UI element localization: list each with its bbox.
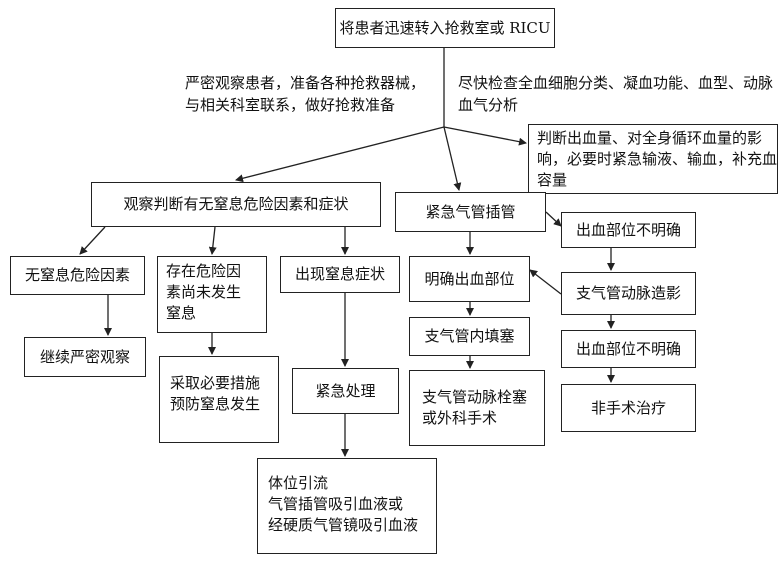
node-emergency: 紧急处理	[292, 368, 399, 414]
node-assess-volume: 判断出血量、对全身循环血量的影 响，必要时紧急输液、输血，补充血 容量	[528, 124, 778, 194]
node-top: 将患者迅速转入抢救室或 RICU	[335, 8, 555, 48]
note-left-line-2: 与相关科室联系，做好抢救准备	[185, 96, 396, 114]
risk-line-1: 存在危险因	[166, 262, 242, 280]
prevent-line-2: 预防窒息发生	[170, 395, 261, 413]
positional-line-2: 气管插管吸引血液或	[268, 495, 404, 513]
positional-line-1: 体位引流	[268, 474, 329, 492]
node-symptoms: 出现窒息症状	[280, 256, 400, 293]
positional-line-3: 经硬质气管镜吸引血液	[268, 516, 419, 534]
arrow-hub-to-observe	[235, 126, 445, 183]
node-unclear-2: 出血部位不明确	[561, 330, 696, 368]
arrow-hub-to-intubation	[443, 126, 462, 191]
arrow-to-risk-not-yet	[208, 226, 217, 255]
assess-line-1: 判断出血量、对全身循环血量的影	[537, 129, 763, 147]
assess-line-2: 响，必要时紧急输液、输血，补充血	[537, 150, 778, 168]
node-balloon-label: 支气管内填塞	[424, 327, 515, 345]
risk-line-3: 窒息	[166, 304, 197, 322]
node-locate: 明确出血部位	[409, 256, 530, 302]
note-left: 严密观察患者，准备各种抢救器械， 与相关科室联系，做好抢救准备	[185, 72, 425, 116]
node-risk-not-yet: 存在危险因 素尚未发生 窒息	[157, 256, 267, 333]
arrow-hub-to-assess	[443, 126, 527, 146]
node-observe-judge: 观察判断有无窒息危险因素和症状	[91, 182, 381, 227]
arrow-intubation-to-unclear1	[545, 211, 562, 227]
node-positional: 体位引流 气管插管吸引血液或 经硬质气管镜吸引血液	[257, 458, 437, 554]
note-right-line-1: 尽快检查全血细胞分类、凝血功能、血型、动脉	[458, 74, 774, 92]
node-embolization: 支气管动脉栓塞 或外科手术	[409, 370, 545, 446]
node-observe-judge-label: 观察判断有无窒息危险因素和症状	[123, 195, 349, 213]
node-balloon: 支气管内填塞	[409, 317, 530, 356]
node-unclear-2-label: 出血部位不明确	[575, 339, 681, 358]
node-emergency-label: 紧急处理	[315, 381, 376, 400]
node-top-label: 将患者迅速转入抢救室或 RICU	[339, 18, 551, 37]
node-nonsurgical-label: 非手术治疗	[590, 398, 666, 417]
node-angiography-label: 支气管动脉造影	[575, 284, 681, 302]
node-angiography: 支气管动脉造影	[561, 272, 696, 315]
node-continue-observe: 继续严密观察	[24, 337, 146, 377]
node-no-risk-label: 无窒息危险因素	[24, 266, 130, 284]
assess-line-3: 容量	[537, 171, 568, 189]
node-unclear-1: 出血部位不明确	[561, 212, 696, 248]
node-no-risk: 无窒息危险因素	[10, 256, 145, 295]
arrow-to-no-risk	[79, 226, 106, 255]
node-locate-label: 明确出血部位	[424, 269, 515, 288]
node-nonsurgical: 非手术治疗	[561, 384, 696, 432]
node-prevent: 采取必要措施 预防窒息发生	[159, 356, 279, 443]
node-intubation-label: 紧急气管插管	[425, 202, 516, 221]
arrow-angiography-to-locate	[529, 269, 562, 295]
note-left-line-1: 严密观察患者，准备各种抢救器械，	[185, 74, 426, 92]
embolization-line-2: 或外科手术	[422, 409, 498, 427]
node-continue-observe-label: 继续严密观察	[39, 347, 130, 366]
embolization-line-1: 支气管动脉栓塞	[422, 388, 528, 406]
node-intubation: 紧急气管插管	[395, 192, 546, 232]
note-right: 尽快检查全血细胞分类、凝血功能、血型、动脉 血气分析	[458, 72, 773, 116]
node-unclear-1-label: 出血部位不明确	[575, 220, 681, 239]
node-symptoms-label: 出现窒息症状	[294, 265, 385, 283]
risk-line-2: 素尚未发生	[166, 283, 242, 301]
note-right-line-2: 血气分析	[458, 96, 519, 114]
prevent-line-1: 采取必要措施	[170, 374, 261, 392]
